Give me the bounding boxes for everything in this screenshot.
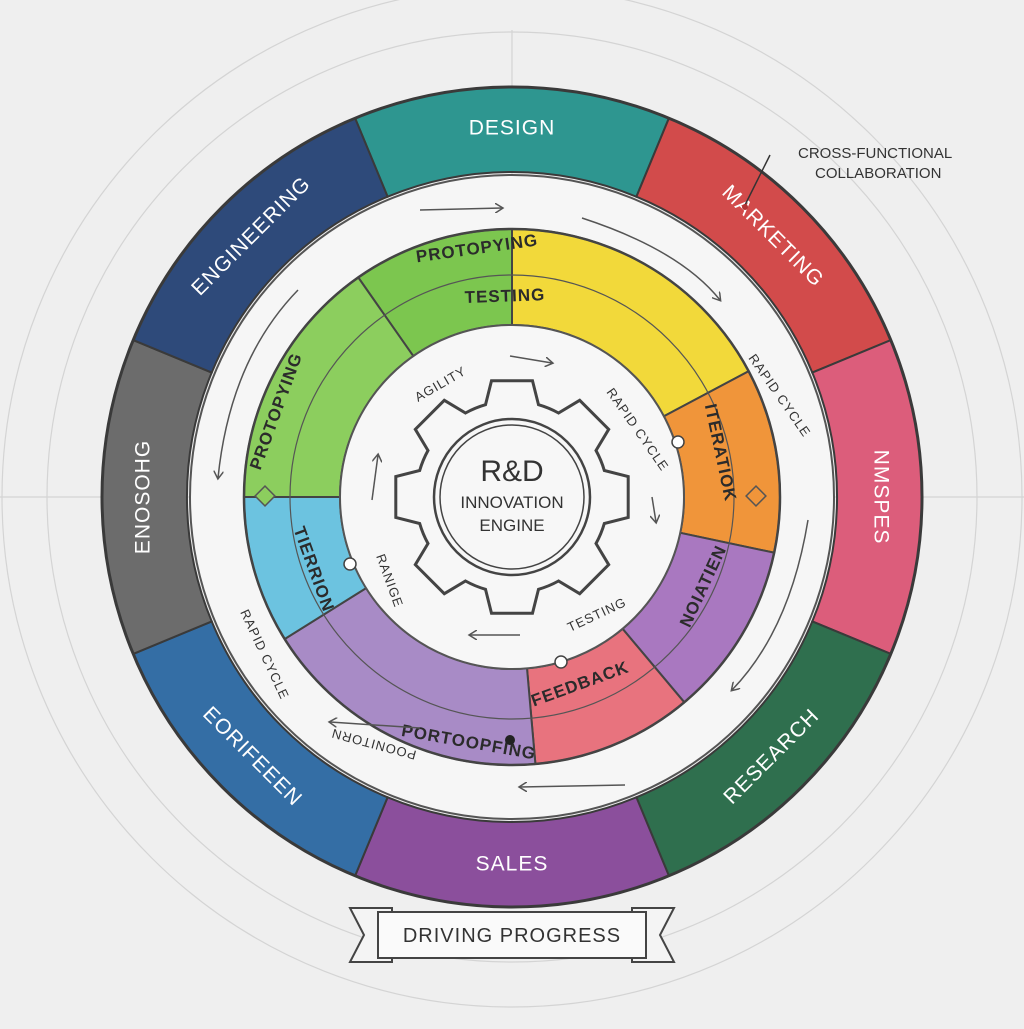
connector-dots <box>254 435 767 745</box>
outer-label-design: DESIGN <box>469 117 556 140</box>
connector-diamond <box>254 485 276 507</box>
inner-label-testing: TESTING <box>464 285 545 307</box>
gear-hub-inner <box>439 424 585 570</box>
connector-dot <box>554 655 568 669</box>
inner-ring-border <box>242 227 782 767</box>
connector-diamond <box>745 485 767 507</box>
inner-flow-arrows <box>371 355 656 635</box>
callout-dot <box>742 204 748 210</box>
track-arrow-top <box>419 208 502 210</box>
outer-label-sales: SALES <box>476 853 549 876</box>
connector-dot-dark <box>505 735 515 745</box>
track-arrow-top-right <box>581 217 720 300</box>
banner-text: DRIVING PROGRESS <box>403 925 621 947</box>
gear-hub <box>432 417 592 577</box>
outer-label-enosohg: ENOSOHG <box>132 440 155 554</box>
connector-dot <box>343 557 357 571</box>
outer-ring-border <box>100 85 924 909</box>
banner: DRIVING PROGRESS <box>348 907 676 963</box>
callout-leader <box>744 154 771 206</box>
middle-track-outline <box>189 174 835 820</box>
flow-arrow-top <box>509 355 552 363</box>
flow-arrow-right <box>652 496 656 522</box>
center-line1: INNOVATION <box>460 493 563 512</box>
track-arrow-bottom-left <box>330 722 421 729</box>
outer-flow-arrows <box>218 208 809 787</box>
outer-department-ring <box>100 85 924 909</box>
track-arrow-right <box>732 519 809 690</box>
inner-process-ring <box>242 227 782 767</box>
flow-arrow-left <box>371 455 378 501</box>
callout-line2: COLLABORATION <box>815 165 941 182</box>
banner-ribbon <box>377 911 647 959</box>
track-arrow-left <box>218 289 299 478</box>
connector-dot <box>671 435 685 449</box>
callout-line1: CROSS-FUNCTIONAL <box>798 145 952 162</box>
center-title: R&D <box>480 455 543 488</box>
track-arrow-bottom <box>520 785 626 787</box>
center-line2: ENGINE <box>479 516 544 535</box>
outer-label-nmspes: NMSPES <box>869 450 892 545</box>
inner-ring-divider <box>289 274 735 720</box>
